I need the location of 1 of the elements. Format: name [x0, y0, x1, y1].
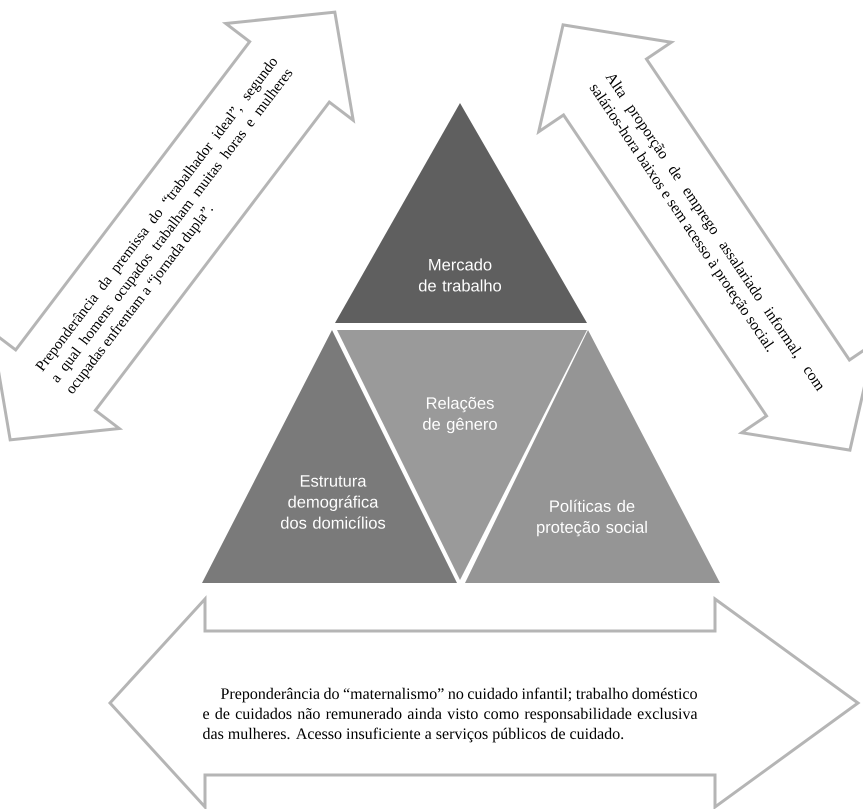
- triangle-segment: Mercado de trabalho: [335, 103, 587, 323]
